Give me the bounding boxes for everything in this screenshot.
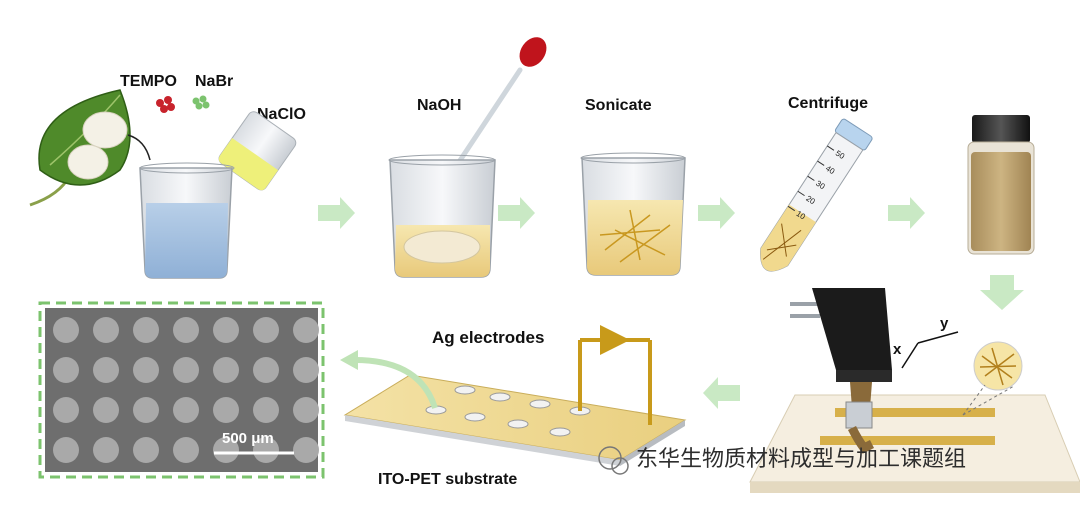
sem-dot	[93, 397, 119, 423]
centrifuge-label: Centrifuge	[788, 95, 868, 112]
vial	[967, 115, 1035, 255]
sem-dot	[173, 397, 199, 423]
sem-dot	[293, 317, 319, 343]
beaker-sonicate	[580, 152, 686, 276]
sonicate-label: Sonicate	[585, 97, 652, 114]
sem-dot	[213, 357, 239, 383]
beaker-naoh	[388, 154, 496, 278]
ito-pet-label: ITO-PET substrate	[378, 471, 517, 488]
ito-pet-substrate	[343, 374, 687, 466]
sem-dot	[93, 317, 119, 343]
sem-dot	[213, 317, 239, 343]
sem-dot	[173, 317, 199, 343]
sem-dot	[133, 357, 159, 383]
beaker-blue	[139, 162, 235, 279]
sem-dot	[253, 397, 279, 423]
tempo-label: TEMPO	[120, 73, 177, 90]
naoh-label: NaOH	[417, 97, 461, 114]
sem-dot	[93, 437, 119, 463]
nabr-dots	[192, 95, 210, 110]
sem-dot	[173, 437, 199, 463]
sem-dot	[213, 437, 239, 463]
sem-dot	[253, 357, 279, 383]
print-nozzle	[790, 288, 892, 454]
sem-dot	[133, 317, 159, 343]
sem-dot	[293, 397, 319, 423]
fiber-magnifier	[962, 341, 1023, 416]
scale-bar-label: 500 μm	[222, 430, 274, 447]
print-platform	[749, 394, 1080, 493]
flow-arrow-3	[698, 197, 735, 229]
sem-dot	[53, 317, 79, 343]
naclo-label: NaClO	[257, 106, 306, 123]
sem-dot	[133, 397, 159, 423]
ag-electrodes-label: Ag electrodes	[432, 328, 544, 347]
sem-dot	[93, 357, 119, 383]
measurement-symbol	[600, 325, 630, 355]
nabr-label: NaBr	[195, 73, 233, 90]
axis-indicator	[901, 331, 959, 369]
naclo-beaker	[218, 111, 297, 191]
sem-image: 500 μm	[38, 301, 325, 479]
sem-dot	[253, 437, 279, 463]
watermark-text: 东华生物质材料成型与加工课题组	[636, 447, 966, 472]
watermark: 东华生物质材料成型与加工课题组	[598, 446, 966, 475]
sem-dot	[213, 397, 239, 423]
tempo-dots	[156, 96, 175, 113]
flow-arrow-left	[703, 377, 740, 409]
flow-arrow-4	[888, 197, 925, 229]
sem-dot	[53, 357, 79, 383]
pipette	[450, 37, 547, 177]
sem-dot	[53, 437, 79, 463]
axis-y-label: y	[940, 315, 949, 332]
centrifuge-tube: 50 40 30 20 10	[760, 118, 873, 272]
flow-arrow-2	[498, 197, 535, 229]
flow-arrow-1	[318, 197, 355, 229]
sem-dot	[173, 357, 199, 383]
curved-arrow	[354, 357, 438, 409]
sem-dot	[253, 317, 279, 343]
sem-dot	[53, 397, 79, 423]
axis-x-label: x	[893, 341, 902, 358]
leaf-with-cocoons	[29, 89, 131, 207]
curved-arrow-head	[340, 350, 358, 370]
flow-arrow-down	[980, 275, 1024, 310]
sem-dot	[133, 437, 159, 463]
drop-arrow	[127, 134, 151, 161]
sem-dot	[293, 357, 319, 383]
sem-dot	[293, 437, 319, 463]
